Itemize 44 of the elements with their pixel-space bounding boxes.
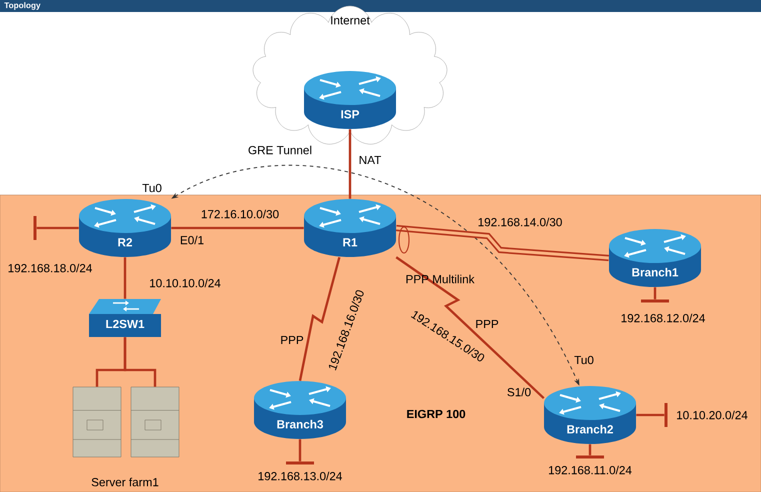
edge-label: GRE Tunnel [248,146,312,154]
interface-label: Tu0 [574,356,594,364]
edge-label: 172.16.10.0/30 [202,210,279,218]
network-stub [654,287,656,300]
network-stub [588,444,592,456]
server [130,386,180,458]
router: Branch3 [254,381,346,439]
router: ISP [304,71,396,129]
network-bar [664,403,668,427]
edge-label: 192.168.13.0/24 [258,472,342,480]
network-bar [576,456,604,458]
serial-link [298,256,340,381]
network-bar [641,300,669,302]
edge-label: NAT [360,156,382,164]
router: Branch1 [609,229,701,287]
caption: Server farm1 [92,478,158,486]
serial-link [396,256,545,400]
area-label: EIGRP 100 [407,410,466,418]
link [171,226,304,230]
edge-label: 192.168.11.0/24 [549,466,632,474]
network-stub [36,226,79,230]
network-bar [34,216,36,240]
router: R1 [304,199,396,257]
edge-label: 10.10.20.0/24 [677,410,748,420]
multilink [396,224,609,262]
server [72,386,122,458]
title-bar: Topology [0,0,761,12]
network-stub [636,414,664,416]
link [124,337,156,387]
network-bar [286,462,314,464]
link-label: PPP Multilink [406,274,475,284]
edge-label: 192.168.12.0/24 [622,314,705,322]
switch: L2SW1 [89,299,161,337]
network-stub [298,439,302,462]
interface-label: E0/1 [180,236,204,244]
router: R2 [79,199,171,257]
link [124,257,126,299]
interface-label: Tu0 [142,184,162,192]
edge-label: 192.168.18.0/24 [8,264,92,272]
interface-label: S1/0 [508,388,531,396]
link-label: PPP [281,336,304,344]
router: Branch2 [544,386,636,444]
edge-label: 192.168.14.0/30 [478,218,562,226]
edge-label: 10.10.10.0/24 [150,278,220,288]
